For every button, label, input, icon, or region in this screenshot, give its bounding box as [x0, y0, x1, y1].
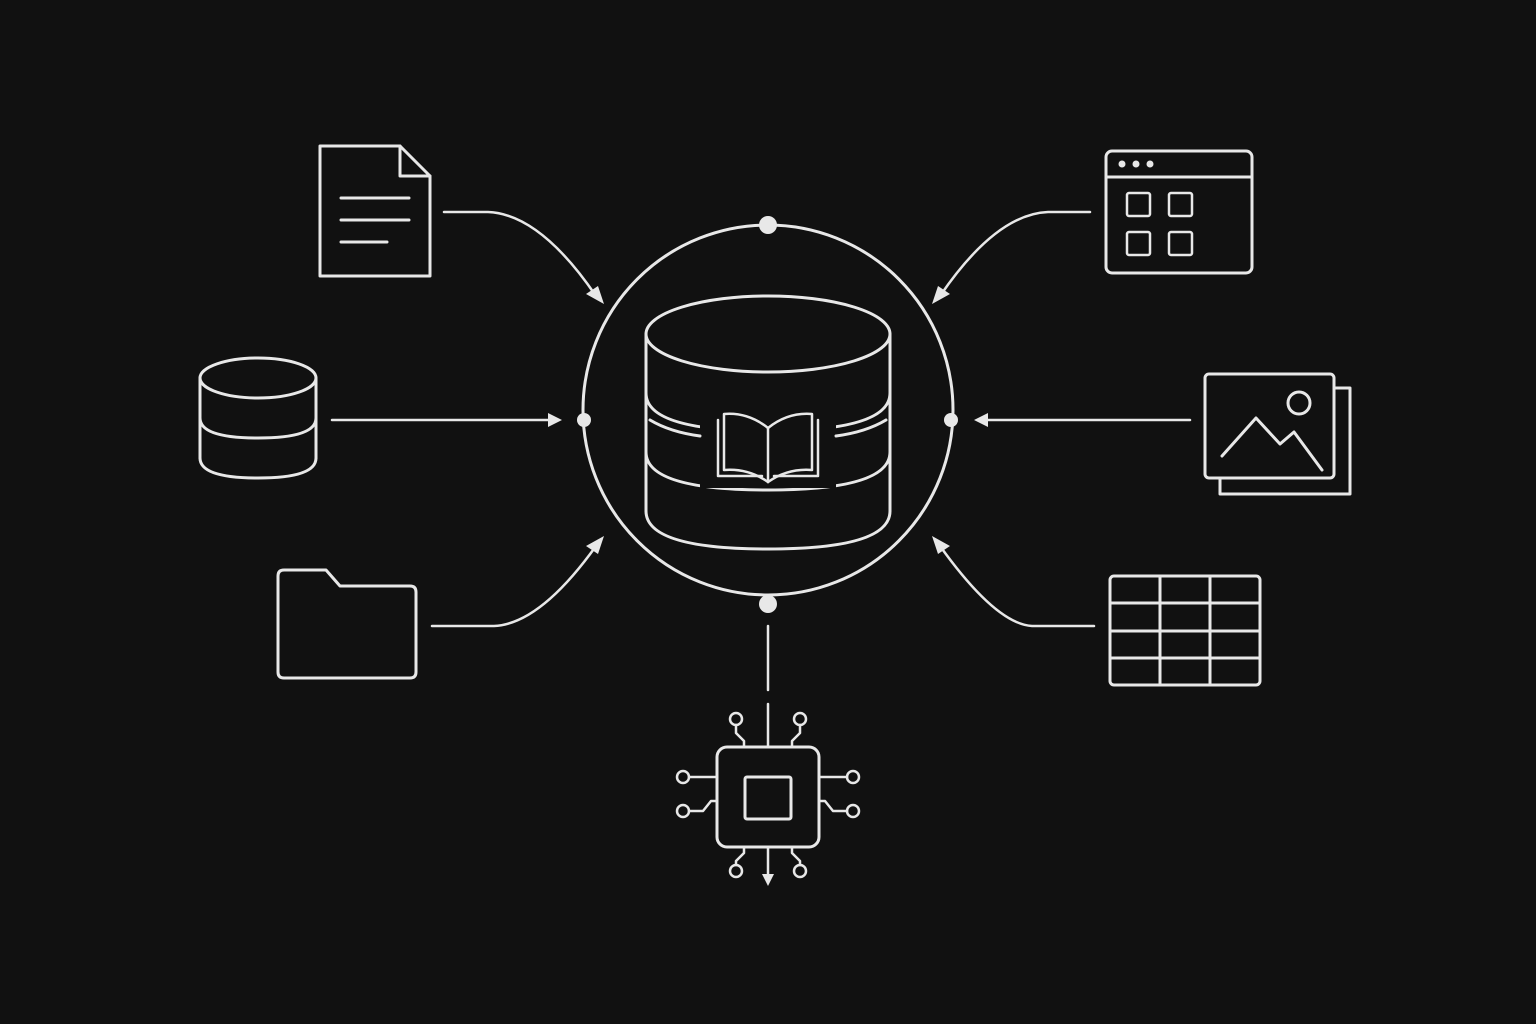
- folder-connector-arrow: [430, 536, 604, 628]
- orbit-node-left: [577, 413, 591, 427]
- browser-connector-arrow: [932, 210, 1092, 304]
- central-hub: [577, 216, 958, 613]
- image-connector-arrow: [974, 413, 1192, 427]
- orbit-node-bottom: [759, 595, 777, 613]
- ai-chip-icon: [675, 702, 861, 886]
- table-connector-arrow: [932, 536, 1096, 628]
- database-with-book-icon: [644, 294, 892, 551]
- document-connector-arrow: [442, 210, 604, 304]
- orbit-node-top: [759, 216, 777, 234]
- database-connector-arrow: [330, 413, 562, 427]
- book-icon: [716, 412, 820, 484]
- orbit-node-right: [944, 413, 958, 427]
- image-stack-icon: [1203, 372, 1352, 496]
- browser-window-icon: [1104, 149, 1254, 275]
- database-icon: [198, 356, 318, 480]
- document-icon: [318, 144, 432, 278]
- table-grid-icon: [1108, 574, 1262, 687]
- folder-icon: [276, 568, 418, 680]
